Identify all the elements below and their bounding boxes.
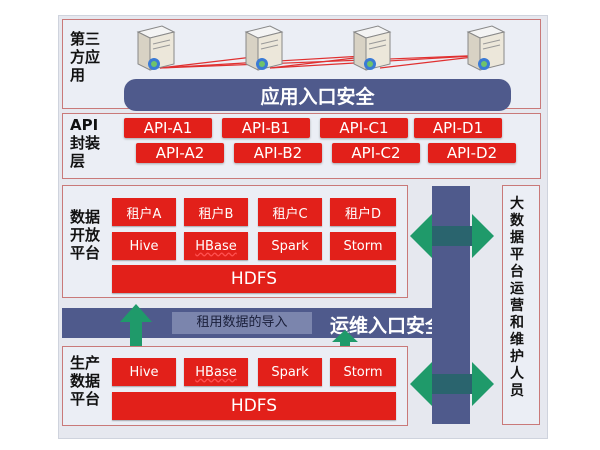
prod-storm: Storm — [330, 358, 396, 386]
tenant-b: 租户B — [184, 198, 248, 226]
server-icon-1 — [132, 24, 178, 72]
up-arrow-icon-right — [332, 330, 358, 350]
open-spark: Spark — [258, 232, 322, 260]
prod-hive: Hive — [112, 358, 176, 386]
api-a2: API-A2 — [136, 143, 224, 163]
tenant-a: 租户A — [112, 198, 176, 226]
tenant-d: 租户D — [330, 198, 396, 226]
app-security-banner: 应用入口安全 — [124, 79, 511, 111]
import-label: 租用数据的导入 — [172, 312, 312, 334]
prod-hdfs: HDFS — [112, 392, 396, 420]
open-hbase-label: HBase — [195, 238, 237, 254]
double-arrow-icon-upper — [410, 214, 494, 258]
ops-security-label: 运维入口安全 — [330, 315, 445, 337]
production-label: 生产 数据 平台 — [70, 354, 101, 408]
api-c2: API-C2 — [332, 143, 420, 163]
server-icon-4 — [462, 24, 508, 72]
open-hdfs: HDFS — [112, 265, 396, 293]
tenant-c: 租户C — [258, 198, 322, 226]
open-hbase: HBase — [184, 232, 248, 260]
api-c1: API-C1 — [320, 118, 408, 138]
api-b2: API-B2 — [234, 143, 322, 163]
up-arrow-icon-left — [120, 304, 152, 346]
ops-staff-label: 大数据平台运营和维护人员 — [510, 196, 524, 399]
api-d2: API-D2 — [428, 143, 516, 163]
api-b1: API-B1 — [222, 118, 310, 138]
api-a1: API-A1 — [124, 118, 212, 138]
api-d1: API-D1 — [414, 118, 502, 138]
prod-spark: Spark — [258, 358, 322, 386]
open-storm: Storm — [330, 232, 396, 260]
prod-hbase-label: HBase — [195, 364, 237, 380]
prod-hbase: HBase — [184, 358, 248, 386]
server-icon-3 — [348, 24, 394, 72]
third-party-label: 第三 方应 用 — [70, 30, 101, 84]
ops-staff-panel — [502, 185, 540, 425]
server-icon-2 — [240, 24, 286, 72]
api-label: API 封装 层 — [70, 116, 101, 170]
open-hive: Hive — [112, 232, 176, 260]
data-open-label: 数据 开放 平台 — [70, 208, 101, 262]
double-arrow-icon-lower — [410, 362, 494, 406]
